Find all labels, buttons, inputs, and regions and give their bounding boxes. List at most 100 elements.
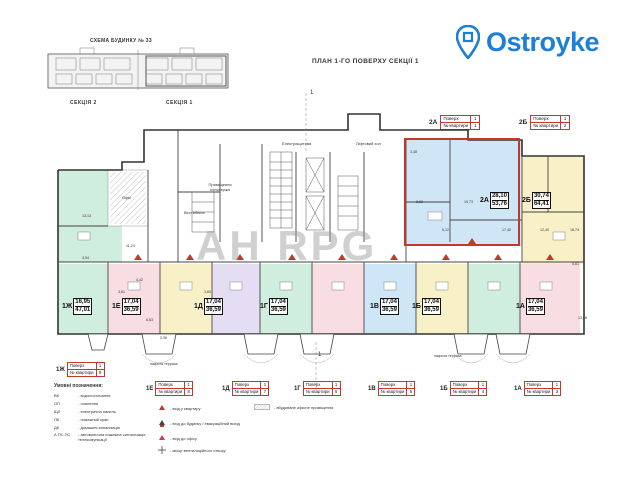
- tag-value: 1: [478, 381, 488, 389]
- tag-value: 6: [331, 388, 341, 396]
- terrace-arcs: [141, 353, 531, 364]
- tag-label: Поверх: [155, 381, 186, 389]
- scheme-title: СХЕМА БУДИНКУ № 33: [90, 38, 152, 44]
- room-area: 13,13: [82, 214, 91, 218]
- legend-code: 1Б: [440, 385, 448, 392]
- note-row: ЩЛ - електрична панель: [54, 408, 156, 416]
- tag-value: 1: [406, 381, 416, 389]
- note-key: ВК: [54, 393, 59, 398]
- tag-value: 5: [406, 388, 416, 396]
- note-text: - опалення: [78, 401, 99, 406]
- note-key: ПК: [54, 417, 60, 422]
- building-entry-icon: [159, 420, 165, 427]
- tag-label: Поверх: [66, 362, 97, 370]
- legend-code: 1Ж: [56, 366, 65, 373]
- room-concierge-label: Приміщення консьєржа: [208, 182, 232, 192]
- tag-value: 2: [560, 122, 571, 130]
- symbol-text: - вхід до офісу: [170, 435, 197, 441]
- apt-living-area: 53,76: [491, 201, 507, 207]
- note-row: А.ПС.ПС - автоматична пожежна сигналізаці…: [54, 432, 156, 442]
- legend-code: 1В: [368, 385, 376, 392]
- tag-label: Поверх: [523, 381, 554, 389]
- symbol-building-entry: - вхід до будинку / евакуаційний вихід: [158, 419, 240, 427]
- legend-code: 1Д: [222, 385, 230, 392]
- apt-total-area: 17,04: [123, 299, 139, 307]
- apt-total-area: 17,04: [270, 299, 286, 307]
- note-text: - пожежний кран: [78, 417, 109, 422]
- room-area: 6,63: [146, 318, 153, 322]
- symbol-vent: - місце вентиляційного отвору: [158, 446, 226, 454]
- room-area: 5,12: [442, 228, 449, 232]
- stairwell: [191, 151, 359, 233]
- tag-value: 1: [331, 381, 341, 389]
- room-lift-label: Ліфтовий хол: [356, 141, 381, 146]
- room-area: 19,73: [464, 200, 473, 204]
- apt-total-area: 17,04: [205, 299, 221, 307]
- note-key: ЩЛ: [54, 409, 61, 414]
- terrace-label: накрита терраса: [150, 362, 178, 366]
- office-hatch: [110, 172, 146, 224]
- note-text: - автоматична пожежна сигналізація телек…: [78, 432, 146, 442]
- room-electro-label: Електрощитова: [282, 141, 312, 146]
- note-key: А.ПС.ПС: [54, 432, 71, 437]
- apt-code: 2Б: [522, 197, 531, 204]
- tag-value: 8: [184, 388, 194, 396]
- scheme-section-1-label: СЕКЦІЯ 1: [166, 100, 193, 106]
- ostroyke-logo: Ostroyke: [456, 22, 632, 62]
- room-area: 17,40: [502, 228, 511, 232]
- entry-arrow-icon: [159, 405, 165, 410]
- room-area: 3,38: [410, 150, 417, 154]
- symbol-text: - вбудоване офісне приміщення: [274, 404, 334, 410]
- room-area: 3,61: [118, 290, 125, 294]
- note-row: ПК - пожежний кран: [54, 416, 156, 424]
- note-text: - електрична панель: [78, 409, 116, 414]
- apt-tag-code: 2Б: [519, 119, 528, 126]
- logo-text: Ostroyke: [486, 26, 600, 57]
- apt-total-area: 17,04: [381, 299, 397, 307]
- room-area: 11,24: [126, 244, 135, 248]
- office-entry-icon: [159, 435, 165, 440]
- section-mark-top: 1: [310, 90, 314, 96]
- symbol-text: - вхід до будинку / евакуаційний вихід: [170, 420, 240, 426]
- apt-code: 1Д: [194, 303, 203, 310]
- symbol-text: - місце вентиляційного отвору: [170, 447, 226, 453]
- location-pin-icon: [456, 25, 480, 59]
- tag-label: № квартири: [523, 388, 554, 396]
- tag-value: 1: [470, 122, 481, 130]
- section-mark-bottom: 1: [318, 352, 322, 358]
- apt-living-area: 36,59: [381, 307, 397, 313]
- scheme-section-2-label: СЕКЦІЯ 2: [70, 100, 97, 106]
- symbol-office-zone: - вбудоване офісне приміщення: [254, 404, 333, 410]
- tag-value: 1: [184, 381, 194, 389]
- note-key: ОП: [54, 401, 60, 406]
- apt-living-area: 47,01: [75, 307, 91, 313]
- tag-value: 3: [552, 388, 562, 396]
- tag-value: 1: [95, 362, 105, 370]
- symbol-apartment-entry: - вхід у квартиру: [158, 404, 200, 412]
- apt-living-area: 36,59: [205, 307, 221, 313]
- tag-label: № квартири: [449, 388, 480, 396]
- apt-living-area: 36,59: [270, 307, 286, 313]
- tag-label: Поверх: [231, 381, 262, 389]
- room-area: 13,28: [578, 316, 587, 320]
- room-area: 3,36: [160, 336, 167, 340]
